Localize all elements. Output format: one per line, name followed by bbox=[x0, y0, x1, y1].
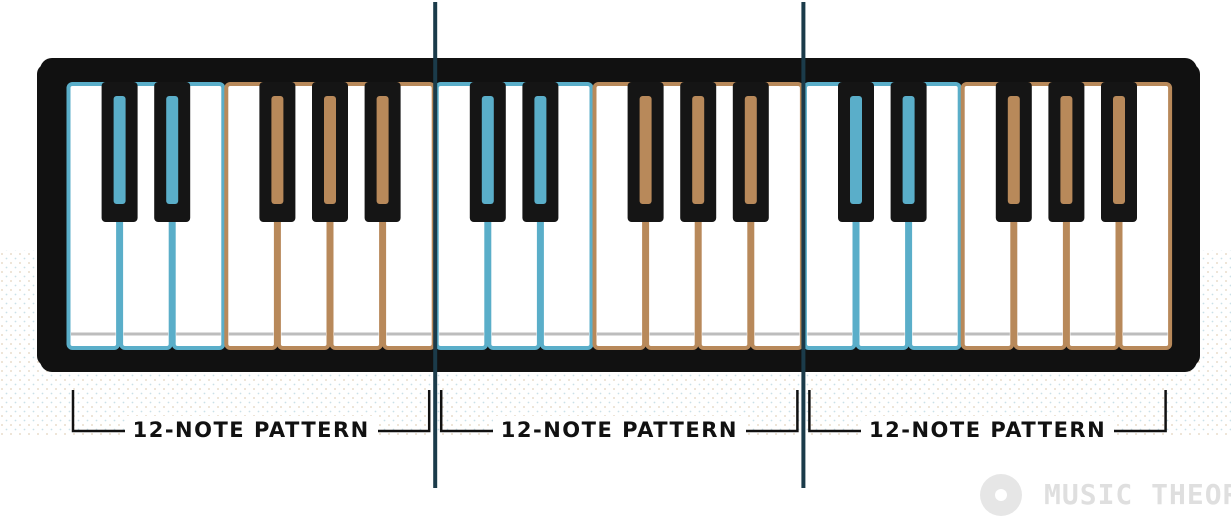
black-key-accent bbox=[902, 96, 915, 204]
black-key-accent bbox=[166, 96, 179, 204]
black-key-accent bbox=[692, 96, 705, 204]
black-key-accent bbox=[1060, 96, 1073, 204]
keyboard bbox=[37, 58, 1200, 372]
pattern-label: 12-NOTE PATTERN bbox=[124, 416, 378, 444]
black-key-accent bbox=[271, 96, 284, 204]
black-key-accent bbox=[481, 96, 494, 204]
watermark-text: MUSIC THEORY bbox=[1044, 478, 1231, 511]
watermark: MUSIC THEORY bbox=[980, 470, 1231, 520]
black-key-accent bbox=[534, 96, 547, 204]
black-key-accent bbox=[744, 96, 757, 204]
black-key-accent bbox=[1113, 96, 1125, 204]
pattern-label: 12-NOTE PATTERN bbox=[861, 416, 1115, 444]
pattern-label: 12-NOTE PATTERN bbox=[492, 416, 746, 444]
black-key-accent bbox=[1007, 96, 1020, 204]
black-key-accent bbox=[639, 96, 652, 204]
black-key-accent bbox=[324, 96, 336, 204]
black-key-accent bbox=[850, 96, 862, 204]
pattern-dividers bbox=[433, 2, 806, 488]
vinyl-record-logo-icon bbox=[980, 474, 1022, 516]
black-key-accent bbox=[113, 96, 126, 204]
black-key-accent bbox=[376, 96, 389, 204]
